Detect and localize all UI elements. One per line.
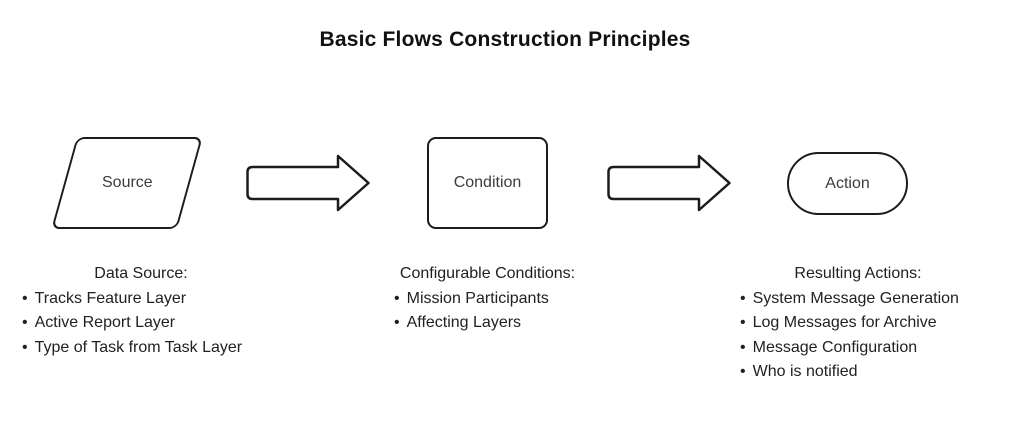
shape-action-label: Action (825, 174, 870, 192)
list-item: • Mission Participants (394, 287, 595, 312)
shape-action: Action (787, 152, 908, 215)
list-item: • Active Report Layer (22, 311, 270, 336)
shape-source: Source (51, 137, 203, 229)
bullet-list: • System Message Generation • Log Messages… (728, 287, 988, 385)
bullet-icon: • (740, 363, 746, 381)
bullet-icon: • (740, 338, 746, 356)
list-item-text: System Message Generation (752, 289, 959, 307)
list-item-text: Active Report Layer (34, 314, 176, 332)
right-arrow-icon (246, 154, 370, 212)
list-item: • Affecting Layers (394, 311, 595, 336)
list-item-text: Affecting Layers (406, 314, 522, 332)
shape-source-label: Source (101, 174, 153, 191)
list-item-text: Who is notified (752, 363, 858, 381)
list-item-text: Message Configuration (752, 338, 918, 356)
shape-condition: Condition (427, 137, 548, 229)
right-arrow-icon (607, 154, 731, 212)
bullet-icon: • (394, 314, 400, 332)
column-header: Resulting Actions: (794, 265, 922, 282)
list-item: • Log Messages for Archive (740, 311, 988, 336)
bullet-icon: • (740, 314, 746, 332)
column-header: Data Source: (94, 265, 188, 282)
column-data-source: Data Source: • Tracks Feature Layer • Acti… (12, 262, 270, 360)
bullet-icon: • (22, 289, 28, 307)
list-item-text: Type of Task from Task Layer (34, 338, 243, 356)
list-item-text: Mission Participants (406, 289, 549, 307)
column-configurable-conditions: Configurable Conditions: • Mission Partic… (380, 262, 595, 336)
list-item: • System Message Generation (740, 287, 988, 312)
bullet-icon: • (22, 314, 28, 332)
bullet-list: • Mission Participants • Affecting Layers (380, 287, 595, 336)
list-item-text: Log Messages for Archive (752, 314, 937, 332)
list-item-text: Tracks Feature Layer (34, 289, 187, 307)
bullet-icon: • (22, 338, 28, 356)
page-title: Basic Flows Construction Principles (319, 28, 691, 51)
bullet-icon: • (394, 289, 400, 307)
shape-condition-label: Condition (453, 174, 522, 191)
bullet-icon: • (740, 289, 746, 307)
column-resulting-actions: Resulting Actions: • System Message Gener… (728, 262, 988, 385)
list-item: • Type of Task from Task Layer (22, 336, 270, 361)
bullet-list: • Tracks Feature Layer • Active Report Lay… (12, 287, 270, 361)
column-header: Configurable Conditions: (399, 265, 576, 282)
list-item: • Tracks Feature Layer (22, 287, 270, 312)
list-item: • Who is notified (740, 360, 988, 385)
list-item: • Message Configuration (740, 336, 988, 361)
